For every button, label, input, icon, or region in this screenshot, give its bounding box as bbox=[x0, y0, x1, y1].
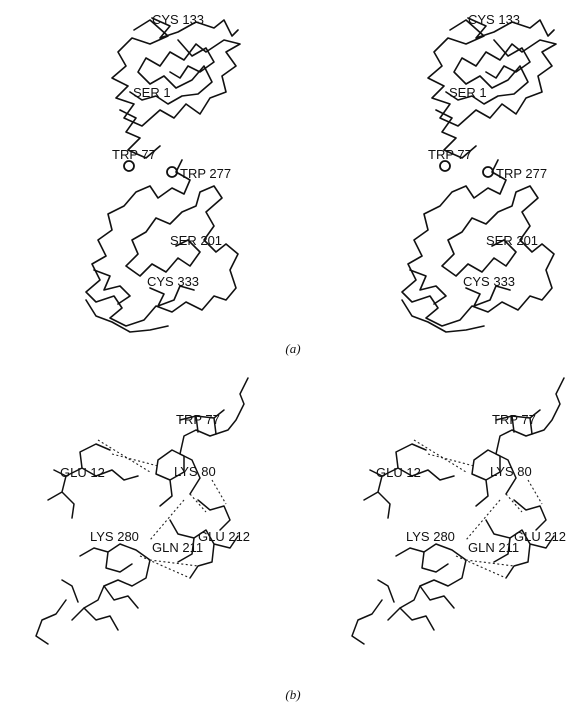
label-cys133: CYS 133 bbox=[468, 12, 520, 27]
labels-a-left: CYS 133 SER 1 TRP 77 TRP 277 SER 201 CYS… bbox=[112, 12, 231, 289]
label-ser1: SER 1 bbox=[133, 85, 171, 100]
trp277-ring-left bbox=[166, 166, 178, 178]
stereo-left-view-b: TRP 77 GLU 12 LYS 80 GLU 212 LYS 280 GLN… bbox=[35, 377, 250, 645]
lower-domain-trace bbox=[401, 159, 555, 327]
lower-domain-tail bbox=[401, 299, 485, 333]
stereo-right-view-a: CYS 133 SER 1 TRP 77 TRP 277 SER 201 CYS… bbox=[401, 12, 557, 333]
hbond bbox=[111, 453, 159, 467]
label-trp277: TRP 277 bbox=[496, 166, 547, 181]
label-gln211: GLN 211 bbox=[152, 540, 203, 555]
label-cys133: CYS 133 bbox=[152, 12, 204, 27]
calpha-trace-a bbox=[85, 17, 241, 333]
trp77-chain bbox=[495, 377, 565, 495]
label-gln211: GLN 211 bbox=[468, 540, 519, 555]
lower-domain-loop-1 bbox=[93, 269, 131, 305]
lower-domain-loop-1 bbox=[409, 269, 447, 305]
interface-model-b-copy bbox=[351, 377, 565, 645]
labels-b-right: TRP 77 GLU 12 LYS 80 GLU 212 LYS 280 GLN… bbox=[376, 412, 566, 555]
interface-model-b bbox=[35, 377, 249, 645]
label-trp77: TRP 77 bbox=[492, 412, 536, 427]
hbond bbox=[527, 479, 543, 505]
lys80-ring bbox=[471, 449, 501, 507]
hbond bbox=[455, 555, 507, 579]
hbond bbox=[97, 439, 151, 473]
hbond bbox=[465, 559, 515, 567]
hbonds-b-left bbox=[97, 439, 227, 579]
label-cys333: CYS 333 bbox=[463, 274, 515, 289]
trp77-ring-right bbox=[439, 160, 451, 172]
hbond bbox=[211, 479, 227, 505]
lys80-ring bbox=[155, 449, 185, 507]
label-ser201: SER 201 bbox=[486, 233, 538, 248]
calpha-trace-a-copy bbox=[401, 17, 557, 333]
hbond bbox=[413, 439, 467, 473]
lower-backbone bbox=[83, 585, 139, 631]
label-trp77: TRP 77 bbox=[176, 412, 220, 427]
lys280-network bbox=[351, 543, 467, 645]
hbond bbox=[139, 555, 191, 579]
glu12-network bbox=[363, 443, 455, 519]
label-glu12: GLU 12 bbox=[60, 465, 105, 480]
upper-domain-trace bbox=[111, 17, 241, 127]
lower-domain-tail bbox=[85, 299, 169, 333]
stereo-left-view-a: CYS 133 SER 1 TRP 77 TRP 277 SER 201 CYS… bbox=[85, 12, 241, 333]
glu212-sidechain bbox=[513, 499, 547, 531]
hbond bbox=[505, 493, 523, 513]
trp77-ring-left bbox=[123, 160, 135, 172]
lower-domain-trace bbox=[85, 159, 239, 327]
upper-domain-loop-1 bbox=[169, 39, 215, 79]
label-lys280: LYS 280 bbox=[90, 529, 139, 544]
caption-b: (b) bbox=[285, 687, 300, 702]
upper-domain-loop-2 bbox=[119, 109, 161, 159]
label-glu212: GLU 212 bbox=[198, 529, 250, 544]
label-trp77: TRP 77 bbox=[112, 147, 156, 162]
hbond bbox=[189, 493, 207, 513]
label-lys280: LYS 280 bbox=[406, 529, 455, 544]
lys280-network bbox=[35, 543, 151, 645]
lower-domain-loop-2 bbox=[149, 285, 195, 307]
caption-a: (a) bbox=[285, 341, 300, 356]
labels-b-left: TRP 77 GLU 12 LYS 80 GLU 212 LYS 280 GLN… bbox=[60, 412, 250, 555]
label-glu12: GLU 12 bbox=[376, 465, 421, 480]
label-cys333: CYS 333 bbox=[147, 274, 199, 289]
label-lys80: LYS 80 bbox=[174, 464, 216, 479]
upper-domain-loop-1 bbox=[485, 39, 531, 79]
stereo-right-view-b: TRP 77 GLU 12 LYS 80 GLU 212 LYS 280 GLN… bbox=[351, 377, 566, 645]
label-ser1: SER 1 bbox=[449, 85, 487, 100]
glu12-network bbox=[47, 443, 139, 519]
label-trp277: TRP 277 bbox=[180, 166, 231, 181]
panel-b: TRP 77 GLU 12 LYS 80 GLU 212 LYS 280 GLN… bbox=[35, 377, 566, 702]
hbond bbox=[427, 453, 475, 467]
label-lys80: LYS 80 bbox=[490, 464, 532, 479]
trp77-sidechain bbox=[495, 409, 541, 435]
labels-a-right: CYS 133 SER 1 TRP 77 TRP 277 SER 201 CYS… bbox=[428, 12, 547, 289]
trp277-ring-right bbox=[482, 166, 494, 178]
lower-domain-loop-2 bbox=[465, 285, 511, 307]
gln211-network bbox=[169, 519, 239, 579]
lower-backbone bbox=[399, 585, 455, 631]
label-glu212: GLU 212 bbox=[514, 529, 566, 544]
upper-domain-loop-2 bbox=[435, 109, 477, 159]
label-ser201: SER 201 bbox=[170, 233, 222, 248]
upper-domain-trace bbox=[427, 17, 557, 127]
label-trp77: TRP 77 bbox=[428, 147, 472, 162]
glu212-sidechain bbox=[197, 499, 231, 531]
hbond bbox=[149, 559, 199, 567]
panel-a: CYS 133 SER 1 TRP 77 TRP 277 SER 201 CYS… bbox=[85, 12, 557, 356]
gln211-network bbox=[485, 519, 555, 579]
trp77-sidechain bbox=[179, 409, 225, 435]
trp77-chain bbox=[179, 377, 249, 495]
